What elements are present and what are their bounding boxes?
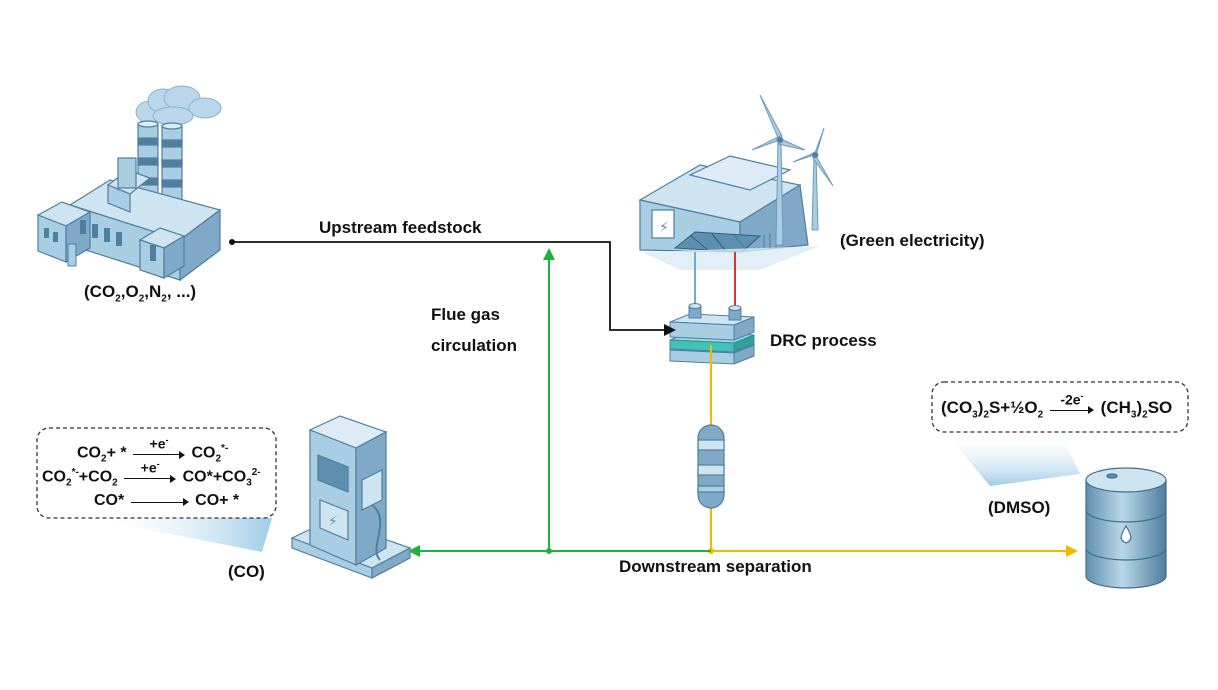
dmso-callout-beam (945, 432, 1080, 486)
co-callout-beam (90, 518, 272, 552)
separation-column-icon (697, 424, 725, 509)
co-reaction-1: CO2+ * +e- CO2*- (77, 435, 229, 465)
co-arrowhead (408, 545, 420, 557)
product-arrowhead (1066, 545, 1078, 557)
flue-gas-label-1: Flue gas (431, 305, 500, 324)
flue-gas-line (420, 258, 711, 552)
reaction-arrow: -2e- (1049, 391, 1094, 416)
co-reaction-2: CO2*-+CO2 +e- CO*+CO32- (42, 459, 261, 489)
charging-station-icon (290, 415, 412, 579)
drc-process-label: DRC process (770, 331, 877, 350)
dmso-product-label: (DMSO) (988, 498, 1051, 517)
reaction-arrow: +e- (133, 436, 186, 460)
factory-icon (36, 85, 222, 282)
co-product-label: (CO) (228, 562, 265, 581)
downstream-separation-label: Downstream separation (619, 557, 812, 576)
wind-turbine-icon (751, 94, 834, 246)
flue-gas-arrowhead-up (543, 248, 555, 260)
product-line (710, 345, 1066, 552)
dmso-reaction-box (931, 381, 1189, 433)
upstream-start-dot (229, 239, 235, 245)
co-reaction-box (36, 427, 277, 519)
upstream-arrowhead (664, 324, 676, 336)
reaction-arrow (130, 494, 189, 508)
upstream-feedstock-label: Upstream feedstock (319, 218, 482, 237)
green-electricity-label: (Green electricity) (840, 231, 985, 250)
flue-junction-dot (546, 548, 552, 554)
flue-gas-label-2: circulation (431, 336, 517, 355)
feed-gas-composition: (CO2,O2,N2, ...) (84, 282, 197, 305)
co-reaction-3: CO* CO+ * (94, 492, 240, 509)
oil-barrel-icon (1085, 467, 1167, 589)
drc-reactor-icon (669, 303, 755, 365)
green-electricity-icon: ⚡ (638, 155, 820, 270)
charging-bolt-icon: ⚡ (328, 514, 338, 530)
upstream-line (232, 241, 665, 331)
svg-text:⚡: ⚡ (659, 220, 669, 236)
dmso-reaction: (CO3)2S+½O2 -2e- (CH3)2SO (941, 390, 1173, 421)
reaction-arrow: +e- (124, 460, 177, 484)
